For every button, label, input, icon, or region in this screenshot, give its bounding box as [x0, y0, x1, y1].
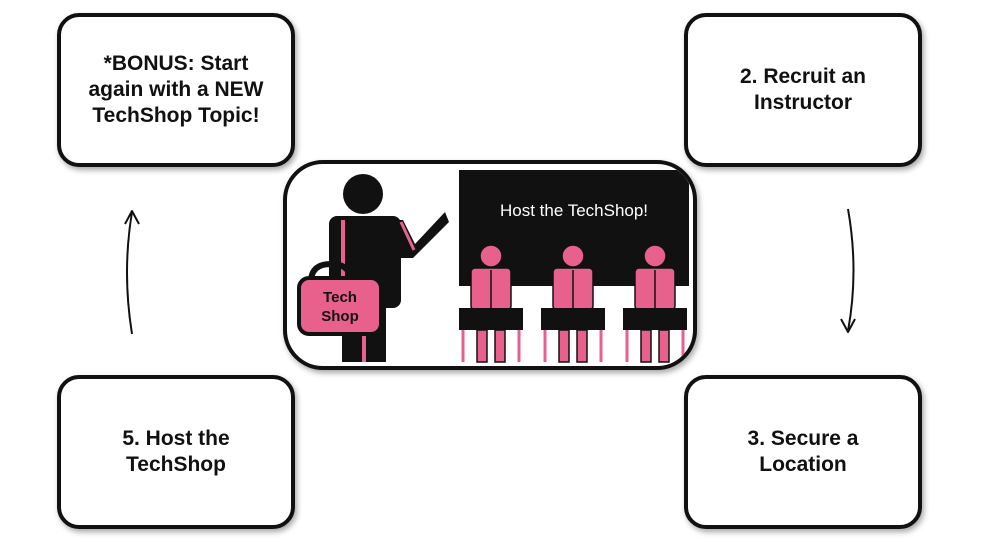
- step-label-bonus: *BONUS: Start again with a NEW TechShop …: [88, 52, 264, 127]
- step-label-recruit-instructor: 2. Recruit an Instructor: [739, 65, 867, 114]
- step-box-host-techshop: 5. Host the TechShop: [57, 375, 295, 529]
- bag-label-line2: Shop: [321, 308, 359, 325]
- step-label-host-techshop: 5. Host the TechShop: [122, 427, 230, 476]
- step-box-bonus: *BONUS: Start again with a NEW TechShop …: [57, 13, 295, 167]
- classroom-illustration: Tech Shop Host the TechShop!: [297, 170, 689, 363]
- techshop-bag-icon: [297, 260, 383, 336]
- step-box-recruit-instructor: 2. Recruit an Instructor: [684, 13, 922, 167]
- center-illustration-panel: Tech Shop Host the TechShop!: [283, 160, 697, 370]
- student-figure-3: [623, 244, 687, 363]
- student-figure-2: [541, 244, 605, 363]
- arrow-up-icon: [124, 210, 140, 335]
- blackboard-text: Host the TechShop!: [500, 201, 648, 220]
- step-label-secure-location: 3. Secure a Location: [747, 427, 859, 476]
- step-box-secure-location: 3. Secure a Location: [684, 375, 922, 529]
- arrow-down-icon: [840, 208, 856, 333]
- bag-label-line1: Tech: [323, 289, 357, 306]
- student-figure-1: [459, 244, 523, 363]
